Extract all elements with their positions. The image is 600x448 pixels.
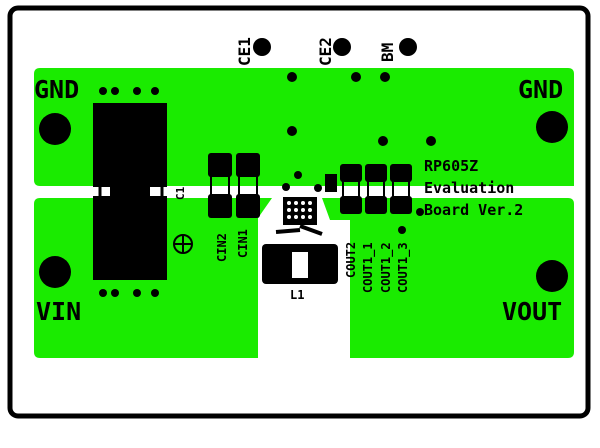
via — [133, 87, 141, 95]
via — [111, 289, 119, 297]
small-pad — [325, 174, 337, 192]
trace — [299, 224, 323, 236]
c1-neck — [110, 150, 150, 230]
vout-copper-pour — [322, 198, 574, 358]
via — [294, 171, 302, 179]
ic-balls — [287, 201, 312, 219]
via — [426, 136, 436, 146]
via — [314, 184, 322, 192]
via — [133, 289, 141, 297]
cout2-capacitor — [340, 164, 362, 214]
via — [99, 289, 107, 297]
bm-label: BM — [378, 43, 397, 62]
gnd-copper-pour — [34, 68, 574, 186]
cout2-label: COUT2 — [344, 242, 358, 278]
c1-label: C1 — [174, 186, 187, 200]
gnd-right-hole — [536, 111, 568, 143]
via — [351, 72, 361, 82]
ce1-label: CE1 — [235, 37, 254, 66]
board-title-line-2: Evaluation — [424, 179, 514, 197]
cout1-2-capacitor — [390, 164, 412, 214]
via — [398, 226, 406, 234]
cout1-1-label: COUT1_1 — [361, 242, 376, 293]
vout-label: VOUT — [502, 297, 562, 326]
trace — [275, 228, 301, 234]
gnd-left-hole — [39, 113, 71, 145]
via — [378, 136, 388, 146]
via — [111, 87, 119, 95]
cin2-capacitor — [208, 153, 232, 218]
l1-center — [292, 252, 308, 278]
vin-hole — [39, 256, 71, 288]
cin2-label: CIN2 — [215, 233, 229, 262]
cout1-3-label: COUT1_3 — [396, 242, 411, 293]
cin1-label: CIN1 — [236, 229, 250, 258]
via — [151, 289, 159, 297]
via — [282, 183, 290, 191]
board-title-line-3: Board Ver.2 — [424, 201, 523, 219]
gnd-left-label: GND — [34, 75, 79, 104]
cin1-capacitor — [236, 153, 260, 218]
vout-hole — [536, 260, 568, 292]
via — [151, 87, 159, 95]
cout1-2-label: COUT1_2 — [379, 242, 394, 293]
cout1-1-capacitor — [365, 164, 387, 214]
ce1-test-point — [253, 38, 271, 56]
via — [416, 208, 424, 216]
vin-label: VIN — [36, 297, 81, 326]
via — [287, 72, 297, 82]
gnd-right-label: GND — [518, 75, 563, 104]
ce2-test-point — [333, 38, 351, 56]
via — [380, 72, 390, 82]
board-title-line-1: RP605Z — [424, 157, 478, 175]
ce2-label: CE2 — [316, 37, 335, 66]
l1-label: L1 — [290, 288, 304, 302]
bm-test-point — [399, 38, 417, 56]
via — [287, 126, 297, 136]
via — [99, 87, 107, 95]
